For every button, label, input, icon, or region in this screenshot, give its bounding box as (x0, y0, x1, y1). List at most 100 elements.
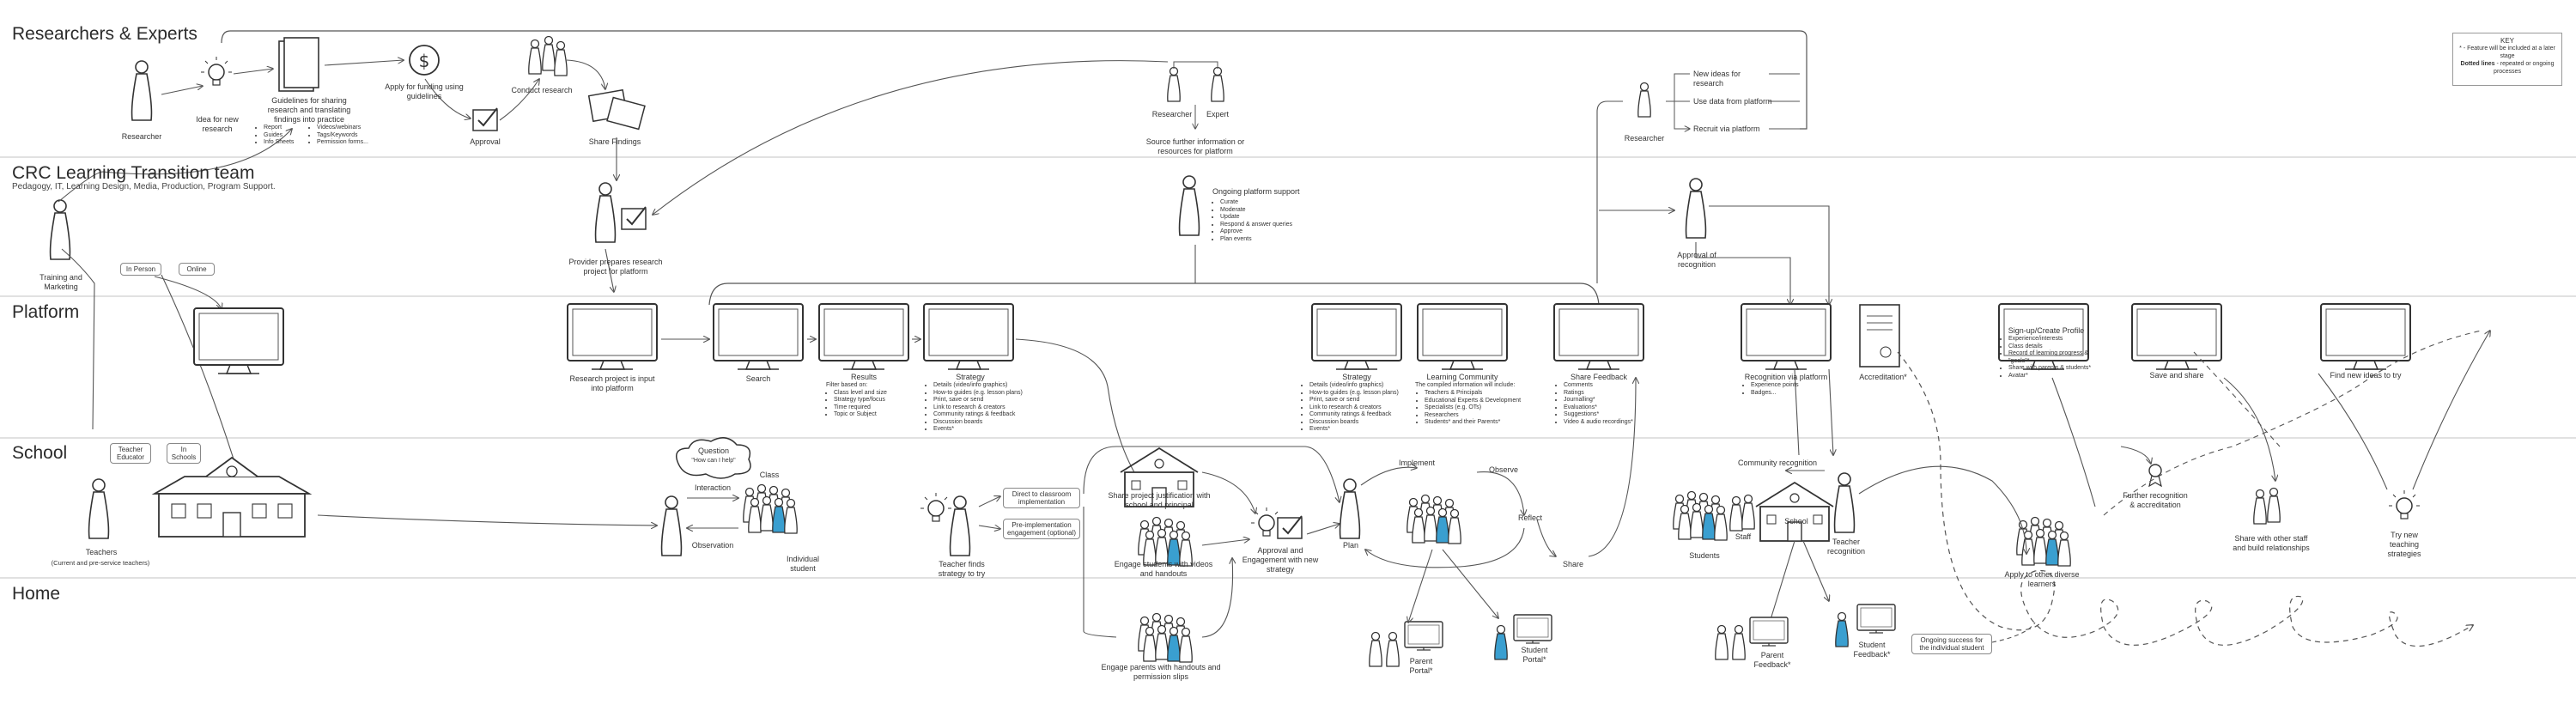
label-interaction: Interaction (694, 483, 732, 492)
label-teacher-recognition: Teacher recognition (1826, 538, 1866, 556)
label-further-recognition: Further recognition & accreditation (2123, 491, 2188, 509)
direct-implementation-tag: Direct to classroom implementation (1003, 488, 1080, 508)
label-guidelines: Guidelines for sharing research and tran… (267, 96, 351, 124)
student-feedback-monitor (1856, 604, 1896, 634)
lane-subtitle-crc: Pedagogy, IT, Learning Design, Media, Pr… (12, 182, 276, 191)
list-item: Students* and their Parents* (1425, 419, 1526, 427)
researcher-right-icon (1637, 82, 1651, 118)
monitor-strategy2 (1311, 303, 1402, 370)
label-teachers-sub: (Current and pre-service teachers) (51, 559, 150, 567)
ongoing-list: Curate Moderate Update Respond & answer … (1212, 199, 1315, 243)
guidelines-list-a: Report Guides Info Sheets (256, 125, 315, 147)
parent-feedback-monitor (1749, 617, 1789, 647)
label-results: Results (850, 373, 877, 381)
key-line-1: * - Feature will be included at a later … (2459, 46, 2555, 59)
label-funding: Apply for funding using guidelines (385, 82, 464, 100)
label-student-portal: Student Portal* (1521, 646, 1548, 664)
monitor-recognition (1741, 303, 1832, 370)
researcher-icon (131, 60, 153, 121)
list-item: Approve (1220, 228, 1315, 236)
list-item: Evaluations* (1564, 404, 1665, 412)
plan-teacher-icon (1339, 478, 1361, 539)
results-list: Filter based on: Class level and size St… (826, 382, 911, 419)
label-teacher-finds: Teacher finds strategy to try (938, 560, 986, 578)
online-tag: Online (179, 263, 215, 276)
provider-check-icon (621, 206, 647, 230)
conduct-research-icon (528, 35, 568, 76)
list-item: How-to guides (e.g. lesson plans) (1309, 390, 1413, 398)
share-feedback-list: Comments Ratings Journalling* Evaluation… (1556, 382, 1665, 426)
list-item: Events* (1309, 426, 1413, 434)
parent-portal-monitor (1404, 621, 1443, 651)
label-staff: Staff (1735, 532, 1752, 541)
label-teachers: Teachers (85, 548, 118, 556)
lane-title-researchers: Researchers & Experts (12, 24, 197, 44)
approval-check2-icon (1277, 515, 1303, 539)
label-school: School (1784, 517, 1808, 526)
teacher-educator-tag: Teacher Educator (110, 443, 151, 464)
list-item: Print, save or send (933, 397, 1036, 404)
share-staff-person-2 (2267, 487, 2281, 523)
list-item: Update (1220, 214, 1315, 222)
monitor-search (713, 303, 804, 370)
label-student-feedback: Student Feedback* (1853, 641, 1891, 659)
ribbon-icon (2148, 464, 2162, 488)
label-reflect: Reflect (1517, 513, 1542, 522)
label-research-input: Research project is input into platform (569, 374, 655, 392)
teacher-finds-bulb-icon (920, 492, 952, 522)
list-item: Info Sheets (264, 139, 315, 147)
monitor-learning-community (1417, 303, 1508, 370)
pre-implementation-tag: Pre-implementation engagement (optional) (1003, 519, 1080, 539)
label-use-data: Use data from platform (1693, 97, 1772, 106)
teacher-finds-icon (949, 495, 971, 556)
school-building-icon (151, 456, 313, 538)
parent-icon-2 (1386, 631, 1400, 667)
list-item: Discussion boards (933, 419, 1036, 427)
monitor-share-feedback (1553, 303, 1644, 370)
list-item: Guides (264, 132, 315, 140)
label-share-staff: Share with other staff and build relatio… (2233, 534, 2310, 552)
label-parent-portal: Parent Portal* (1409, 657, 1433, 675)
list-item: Badges... (1751, 390, 1828, 398)
dollar-icon: $ (409, 45, 440, 76)
label-implement: Implement (1398, 459, 1436, 467)
label-search: Search (745, 374, 771, 383)
lane-dividers (0, 156, 2576, 579)
label-question: Question (697, 447, 730, 455)
share-findings-icon (587, 88, 646, 131)
svg-text:$: $ (419, 51, 430, 71)
try-bulb-icon (2388, 489, 2421, 519)
question-cloud-icon (676, 437, 751, 479)
monitor-find-ideas (2320, 303, 2411, 370)
list-item: Experience points (1751, 382, 1828, 390)
monitor-save-share (2131, 303, 2222, 370)
label-expert: Expert (1206, 110, 1229, 118)
list-item: Link to research & creators (933, 404, 1036, 412)
label-engage-students: Engage students with videos and handouts (1114, 560, 1213, 578)
expert-small-icon (1211, 66, 1224, 102)
list-item: Community ratings & feedback (933, 411, 1036, 419)
staff-person-1 (1729, 495, 1743, 532)
list-item: Specialists (e.g. OTs) (1425, 404, 1526, 412)
list-item: How-to guides (e.g. lesson plans) (933, 390, 1036, 398)
list-item: Avatar* (2008, 373, 2110, 380)
label-share-findings: Share Findings (588, 137, 641, 146)
list-item: Suggestions* (1564, 411, 1665, 419)
label-accreditation: Accreditation* (1859, 373, 1907, 381)
implement-crowd-icon (1407, 495, 1461, 544)
monitor-online (193, 307, 284, 374)
label-source-info: Source further information or resources … (1145, 137, 1245, 155)
engage-parents-crowd-icon (1139, 614, 1192, 663)
certificate-icon (1859, 304, 1900, 368)
list-item: Comments (1564, 382, 1665, 390)
label-engage-parents: Engage parents with handouts and permiss… (1101, 663, 1221, 681)
label-students: Students (1689, 551, 1720, 560)
label-conduct: Conduct research (511, 86, 573, 94)
community-school-icon (1755, 482, 1834, 542)
researcher-small-icon (1167, 66, 1181, 102)
key-dotted-lines: Dotted lines (2460, 61, 2495, 67)
lane-title-home: Home (12, 584, 61, 604)
label-plan: Plan (1342, 541, 1358, 550)
label-strategy-2: Strategy (1342, 373, 1371, 381)
